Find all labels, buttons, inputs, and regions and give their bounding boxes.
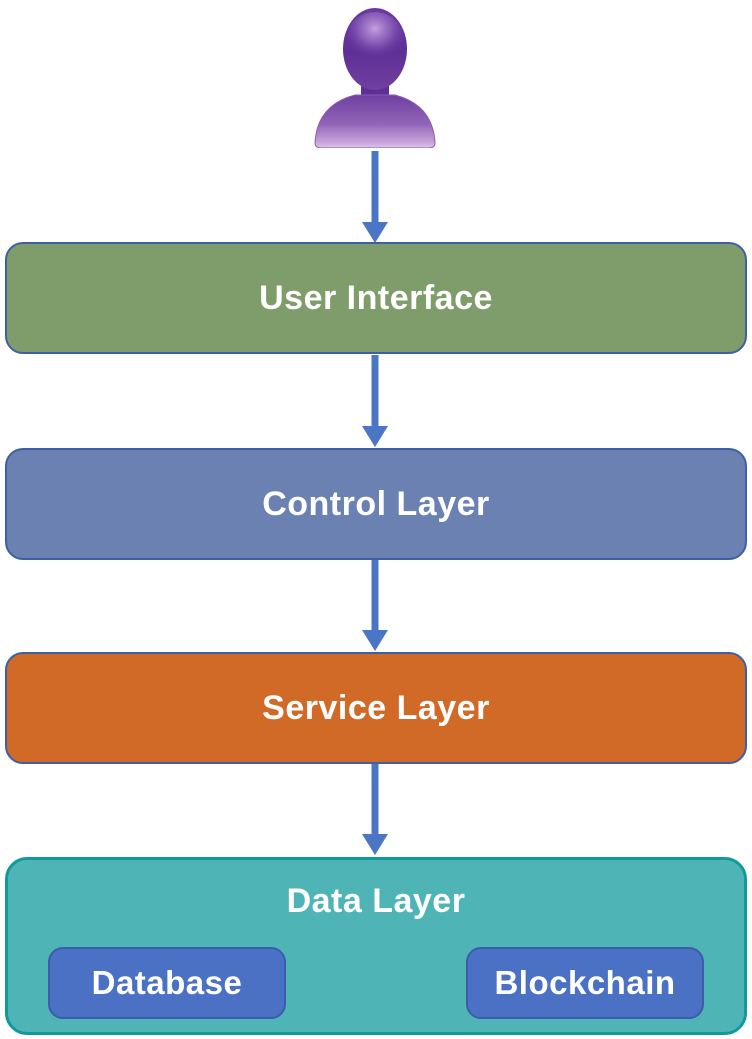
arrow-down-icon bbox=[360, 559, 390, 651]
person-icon-svg bbox=[314, 8, 436, 148]
layer-label: User Interface bbox=[259, 278, 493, 317]
person-icon bbox=[305, 4, 445, 148]
node-label: Database bbox=[91, 964, 243, 1001]
layer-label: Data Layer bbox=[286, 882, 466, 920]
layer-label: Service Layer bbox=[262, 688, 490, 727]
arrow-down-icon bbox=[360, 763, 390, 855]
layer-node-user-interface: User Interface bbox=[5, 242, 747, 354]
arrow-down-icon bbox=[360, 151, 390, 243]
layer-node-data-layer: Data Layer Database Blockchain bbox=[5, 857, 747, 1035]
layer-node-control-layer: Control Layer bbox=[5, 448, 747, 560]
node-blockchain: Blockchain bbox=[466, 947, 704, 1019]
layer-node-service-layer: Service Layer bbox=[5, 652, 747, 764]
arrow-down-icon bbox=[360, 355, 390, 447]
node-label: Blockchain bbox=[494, 964, 676, 1001]
node-database: Database bbox=[48, 947, 286, 1019]
layer-label: Control Layer bbox=[262, 484, 490, 523]
